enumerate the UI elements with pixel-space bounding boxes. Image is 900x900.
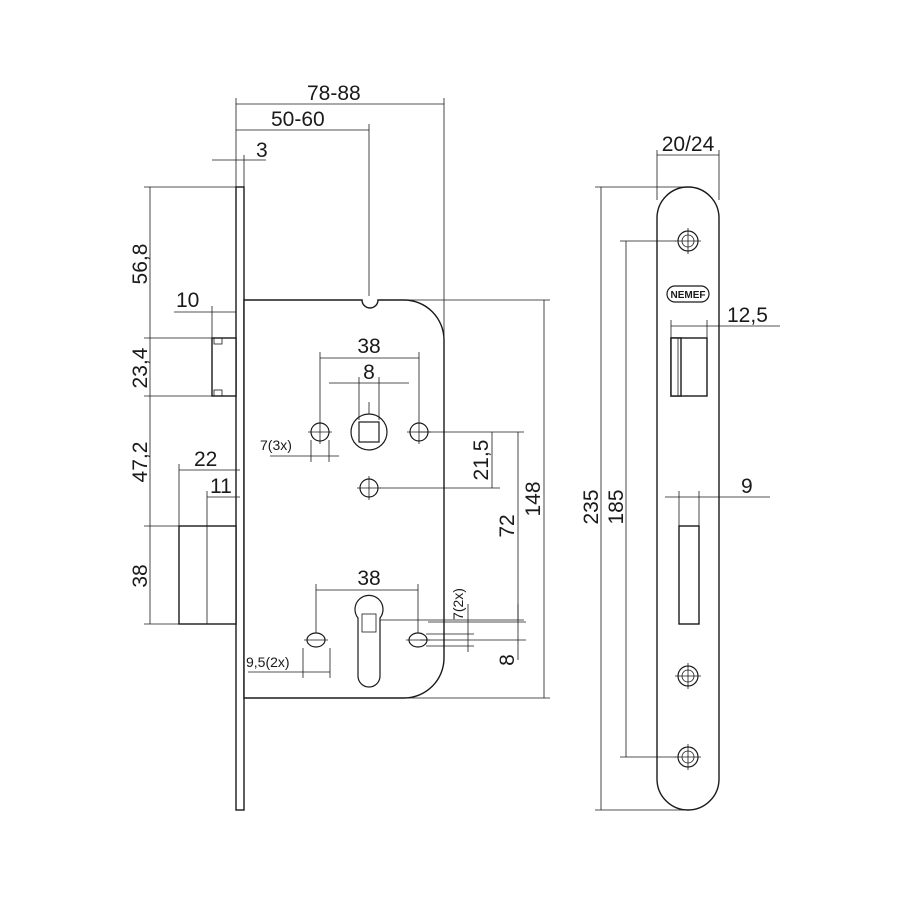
dim-bolt-throw: 22	[194, 448, 217, 471]
side-view-dimension-lines	[144, 98, 550, 699]
dim-forend-thickness: 3	[256, 139, 268, 162]
dead-bolt	[178, 525, 237, 625]
dim-handle-hole-dia: 7(3x)	[260, 437, 292, 453]
cylinder-cutout	[354, 594, 384, 688]
center-screw-hole	[357, 476, 381, 500]
dim-latch-to-top: 56,8	[129, 244, 152, 285]
forend-face	[656, 186, 720, 811]
lock-side-view	[178, 186, 445, 811]
forend-front-view: NEMEF	[656, 186, 720, 811]
dim-follower-to-screw: 21,5	[470, 440, 493, 481]
bolt-opening	[678, 525, 700, 625]
handle-hole-left	[308, 420, 332, 444]
forend-screw-bottom	[675, 744, 701, 770]
lock-case	[243, 299, 445, 699]
dim-bolt-opening: 9	[741, 475, 753, 498]
dim-cylinder-to-hole: 8	[496, 654, 519, 666]
dim-forend-width: 20/24	[662, 133, 715, 156]
dim-backset: 50-60	[271, 108, 325, 131]
latch-opening	[670, 337, 708, 397]
dim-screw-spacing: 185	[605, 489, 628, 524]
latch-bolt	[211, 337, 237, 397]
dim-handle-spacing: 38	[357, 335, 380, 358]
front-view-dimension-lines	[595, 150, 780, 811]
dim-cylinder-spacing: 38	[357, 567, 380, 590]
dim-latch-opening: 12,5	[727, 304, 768, 327]
svg-text:NEMEF: NEMEF	[671, 290, 706, 301]
dim-center-distance: 72	[496, 514, 519, 537]
dim-case-height: 148	[522, 481, 545, 516]
dim-backset-total: 78-88	[307, 82, 361, 105]
forend-plate	[235, 186, 245, 811]
dim-forend-length: 235	[580, 489, 603, 524]
nemef-logo: NEMEF	[666, 285, 710, 303]
side-view-dimension-labels: 78-88 50-60 3 22 11 10 56,8 23,4 47,2 38…	[129, 82, 545, 670]
forend-screw-middle	[675, 663, 701, 689]
forend-screw-top	[675, 228, 701, 254]
dim-latch-height: 23,4	[129, 347, 152, 388]
dim-cylinder-counterbore: 9,5(2x)	[246, 654, 290, 670]
dim-bolt-offset: 11	[210, 475, 232, 498]
dim-cylinder-hole-dia: 7(2x)	[450, 588, 466, 620]
dim-latch-to-bolt: 47,2	[129, 442, 152, 483]
dim-latch-depth: 10	[176, 289, 199, 312]
follower-square	[350, 402, 388, 451]
dim-bolt-height: 38	[129, 564, 152, 587]
front-view-dimension-labels: 20/24 235 185 12,5 9	[580, 133, 768, 525]
dim-follower-square: 8	[363, 361, 375, 384]
